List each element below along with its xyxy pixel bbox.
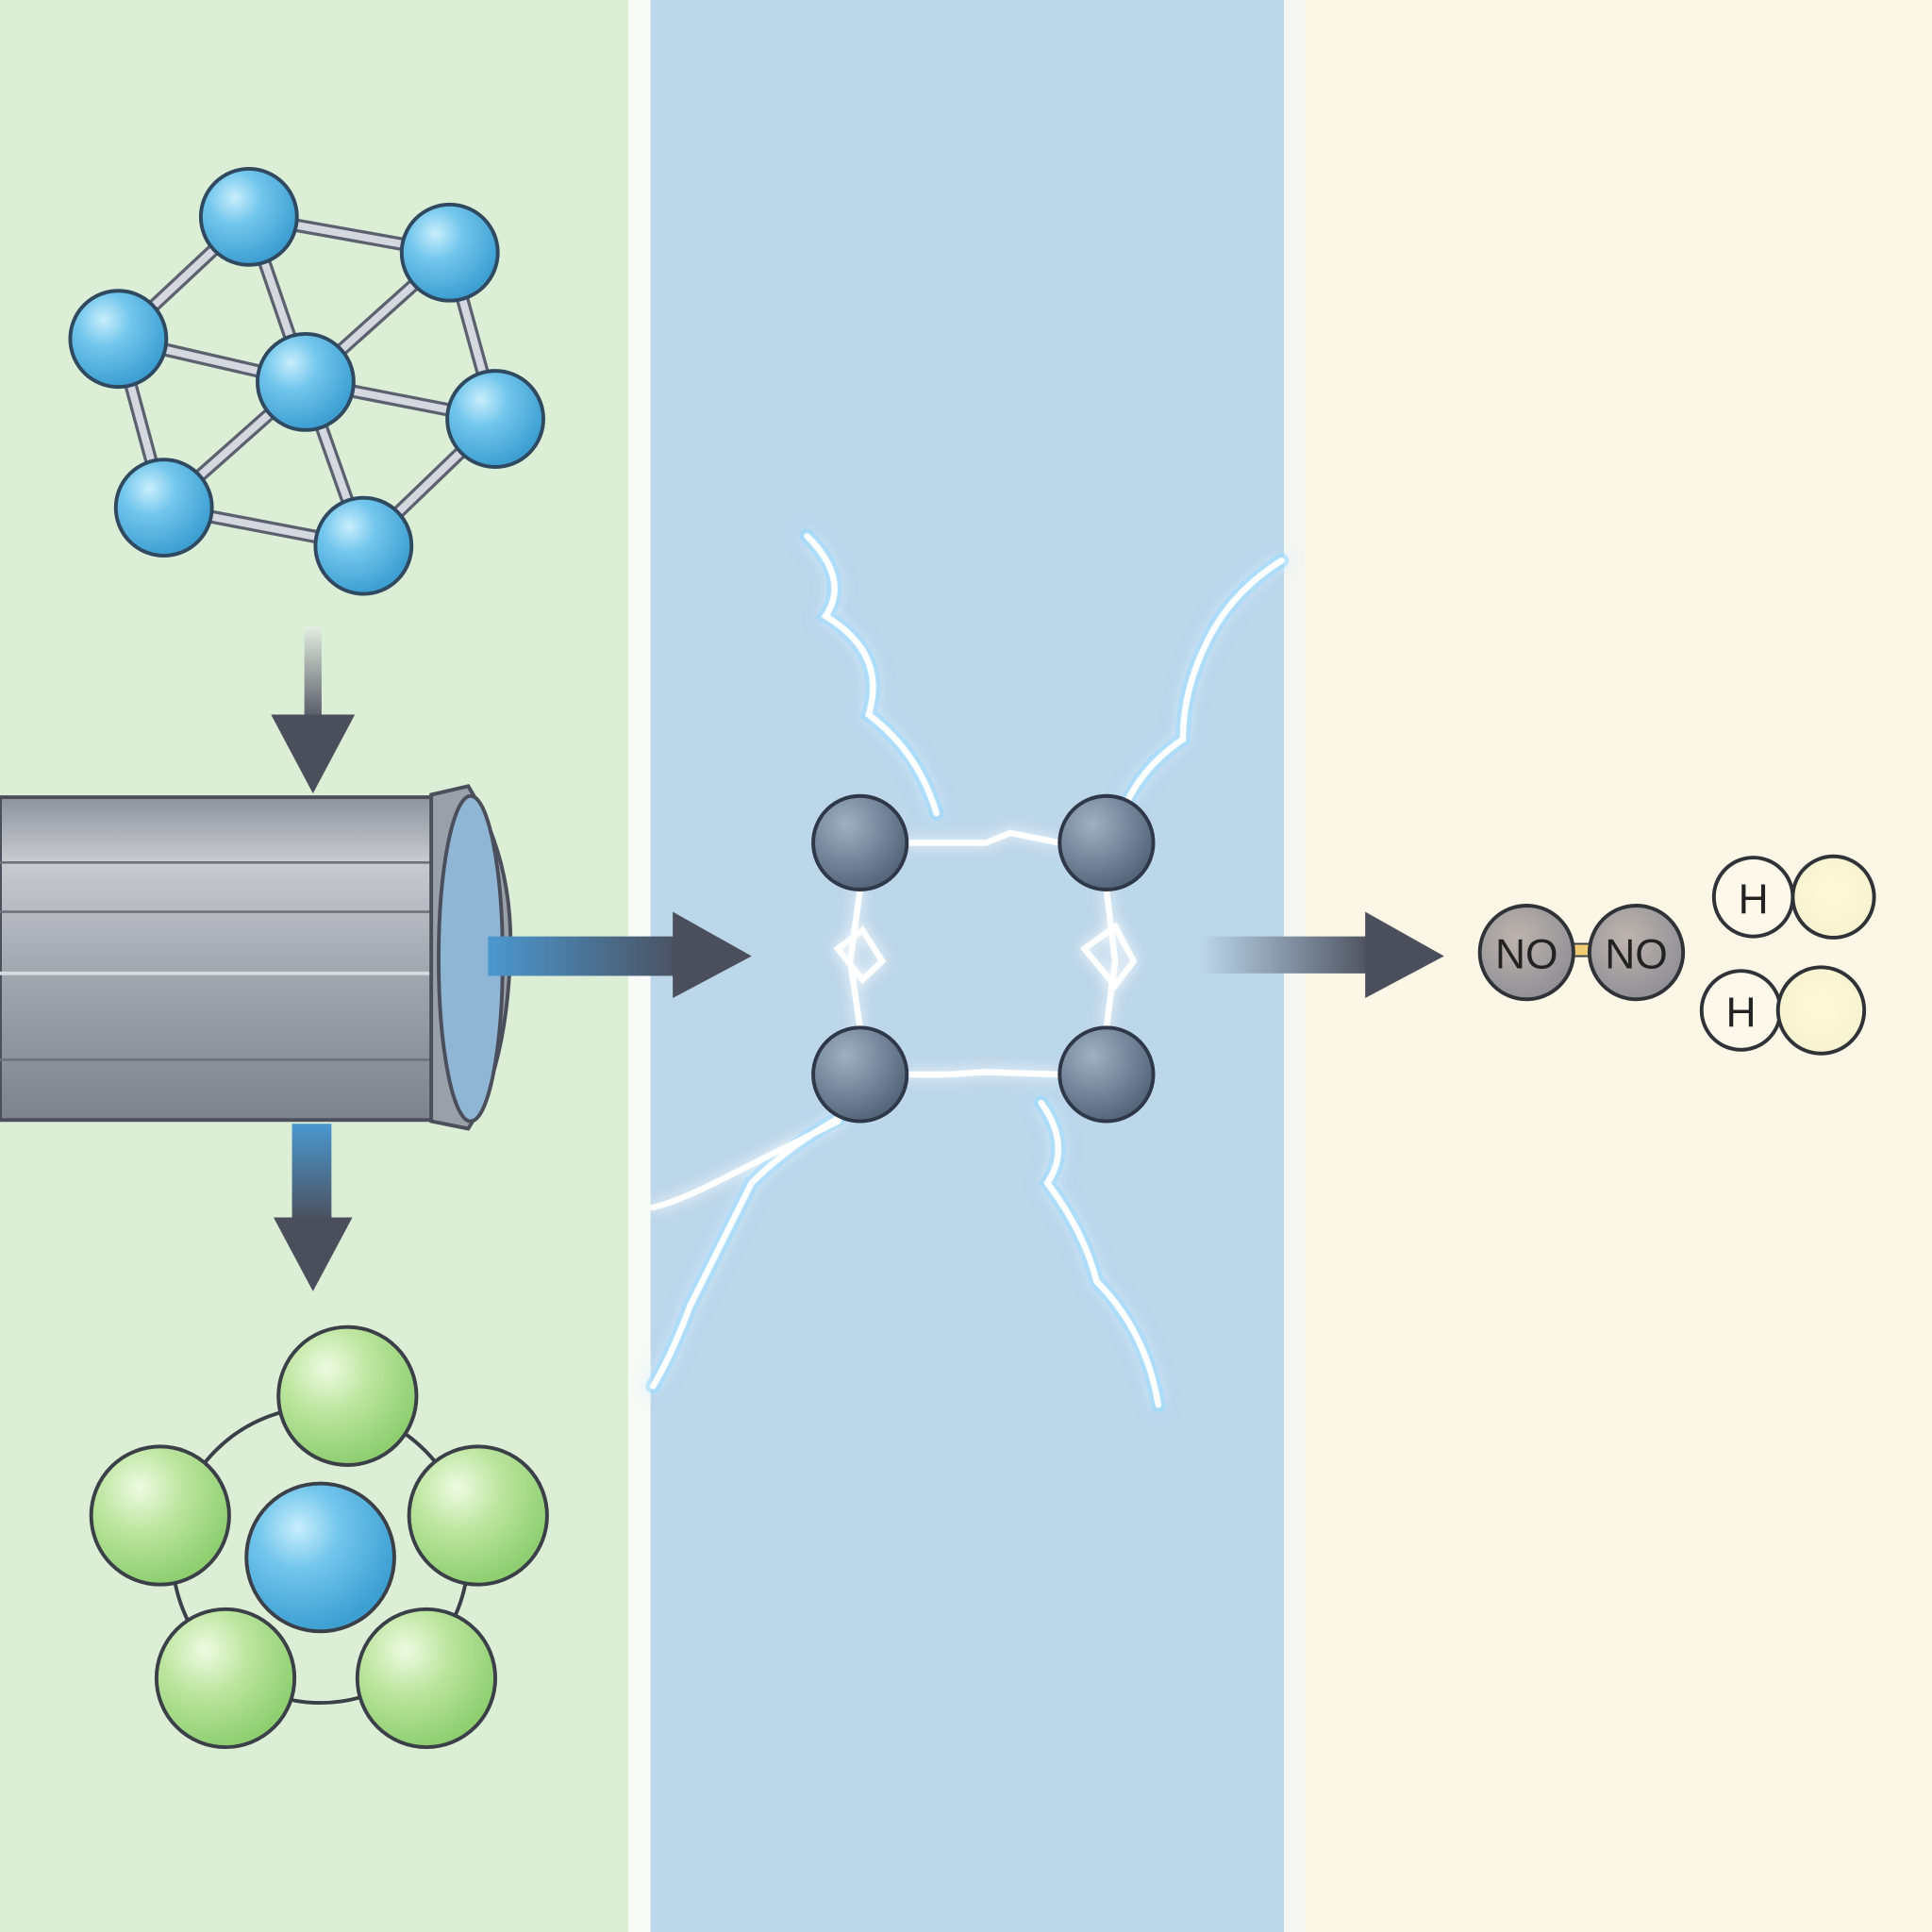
- atom: [399, 202, 500, 303]
- atom: [811, 793, 909, 891]
- atom: [68, 289, 169, 390]
- atom: [89, 1444, 231, 1587]
- atom-label: H: [1726, 990, 1757, 1036]
- atom: [1058, 793, 1156, 891]
- atom: [1058, 1025, 1156, 1124]
- panel-middle: [650, 0, 1284, 1932]
- arrow-right-icon: [1201, 911, 1444, 998]
- hydrogen-molecule: H: [1711, 854, 1876, 940]
- atomic-lattice: [68, 166, 545, 596]
- atom: [407, 1444, 549, 1587]
- atom: [244, 1481, 396, 1634]
- reactor-tube: [0, 784, 513, 1131]
- reacting-atoms: [811, 793, 1156, 1124]
- arrow-down-icon: [273, 1124, 353, 1291]
- atom-label: H: [1739, 876, 1769, 923]
- atom: [445, 369, 545, 469]
- atom: [276, 1324, 419, 1467]
- arrow-right-icon: [488, 911, 752, 998]
- atom: [256, 332, 356, 432]
- atom-label: NO: [1605, 932, 1668, 978]
- atom: [154, 1607, 297, 1750]
- arrow-down-icon: [271, 625, 356, 794]
- atom: [198, 166, 299, 267]
- atom: [113, 458, 214, 558]
- no-dimer-molecule: NO NO: [1477, 904, 1686, 1002]
- product-cluster: [89, 1324, 549, 1750]
- atom: [811, 1025, 909, 1124]
- atom-label: NO: [1495, 932, 1558, 978]
- electric-discharge: [645, 528, 1290, 1412]
- hydrogen-molecule: H: [1699, 965, 1867, 1056]
- atom: [313, 495, 414, 596]
- atom: [355, 1607, 498, 1750]
